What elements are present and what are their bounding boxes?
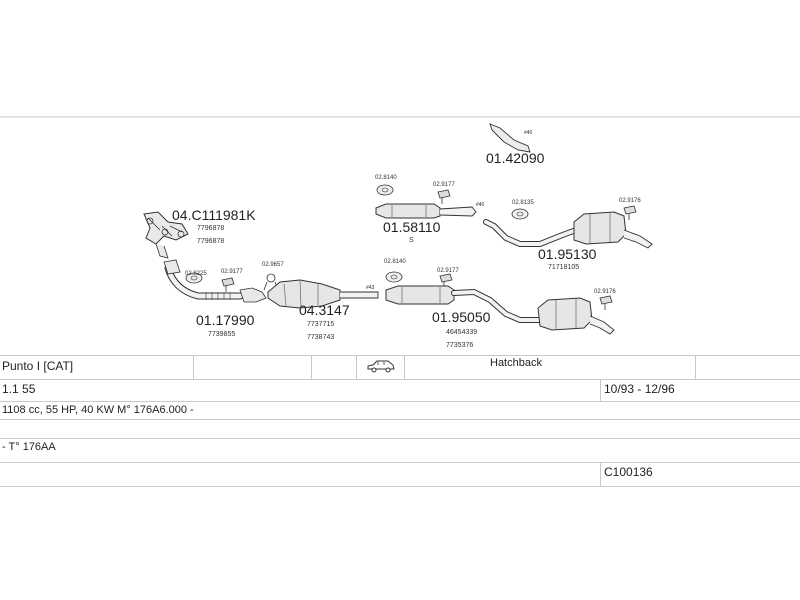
part-number-front-pipe: 01.17990 [196, 312, 255, 328]
engine-code: - T° 176AA [2, 441, 56, 453]
oe-number: 7796878 [197, 238, 224, 245]
table-divider [0, 401, 800, 402]
connection-marker: #43 [366, 285, 375, 291]
connection-marker: #40 [524, 130, 533, 136]
oe-number: 7796878 [197, 225, 224, 232]
car-icon [366, 359, 396, 378]
oe-number: 7739855 [208, 331, 235, 338]
gasket-fitting[interactable] [511, 208, 529, 220]
table-divider [404, 355, 405, 379]
oe-number: 46454339 [446, 329, 477, 336]
table-divider [356, 355, 357, 379]
exhaust-manifold[interactable] [143, 211, 189, 259]
production-period: 10/93 - 12/96 [604, 382, 675, 396]
table-divider [0, 486, 800, 487]
table-divider [0, 419, 800, 420]
body-type: Hatchback [490, 357, 542, 369]
gasket-fitting[interactable] [376, 184, 394, 196]
table-divider [193, 355, 194, 379]
oe-number: 7735376 [446, 342, 473, 349]
table-divider [0, 462, 800, 463]
oe-number: 7737715 [307, 321, 334, 328]
model-name: Punto I [CAT] [2, 359, 74, 373]
part-number-manifold: 04.C111981K [172, 207, 256, 223]
fitting-label: 02.9657 [262, 262, 284, 268]
engine-variant: 1.1 55 [2, 382, 36, 396]
table-divider [695, 355, 696, 379]
part-number-rear-silencer: 01.95130 [538, 246, 597, 262]
table-divider [0, 379, 800, 380]
table-divider [0, 355, 800, 356]
fitting-label: 02.9177 [437, 268, 459, 274]
bolt-fitting[interactable] [221, 277, 235, 292]
engine-spec: 1108 cc, 55 HP, 40 KW M° 176A6.000 - [2, 404, 194, 416]
oe-number: 71718105 [548, 264, 579, 271]
tail-pipe[interactable] [489, 123, 531, 153]
bolt-fitting[interactable] [437, 189, 451, 204]
gasket-fitting[interactable] [385, 271, 403, 283]
fitting-label: 02.9176 [619, 198, 641, 204]
middle-silencer[interactable] [385, 285, 615, 335]
front-mid-pipe[interactable] [375, 203, 477, 219]
oe-number: 7738743 [307, 334, 334, 341]
rubber-mount[interactable] [623, 205, 637, 220]
front-pipe[interactable] [163, 259, 267, 303]
part-number-catalyst: 04.3147 [299, 302, 350, 318]
part-number-tail-pipe: 01.42090 [486, 150, 545, 166]
catalog-number: C100136 [604, 465, 653, 479]
gasket-fitting[interactable] [185, 272, 203, 284]
fitting-label: 02.9176 [594, 289, 616, 295]
fitting-label: 02.8140 [375, 175, 397, 181]
connection-marker: #40 [476, 202, 485, 208]
table-divider [0, 438, 800, 439]
fitting-label: 02.8135 [512, 200, 534, 206]
rear-silencer[interactable] [483, 211, 653, 249]
table-divider [311, 355, 312, 379]
part-number-middle-silencer: 01.95050 [432, 309, 491, 325]
fitting-label: 02.8225 [185, 271, 207, 277]
part-number-front-mid-pipe: 01.58110 [383, 219, 441, 235]
catalytic-converter[interactable] [267, 279, 379, 309]
fitting-label: 02.9177 [221, 269, 243, 275]
table-divider [600, 462, 601, 486]
oe-number: S [409, 237, 414, 244]
fitting-label: 02.9177 [433, 182, 455, 188]
rubber-mount[interactable] [599, 295, 613, 310]
fitting-label: 02.8140 [384, 259, 406, 265]
table-divider [600, 379, 601, 401]
